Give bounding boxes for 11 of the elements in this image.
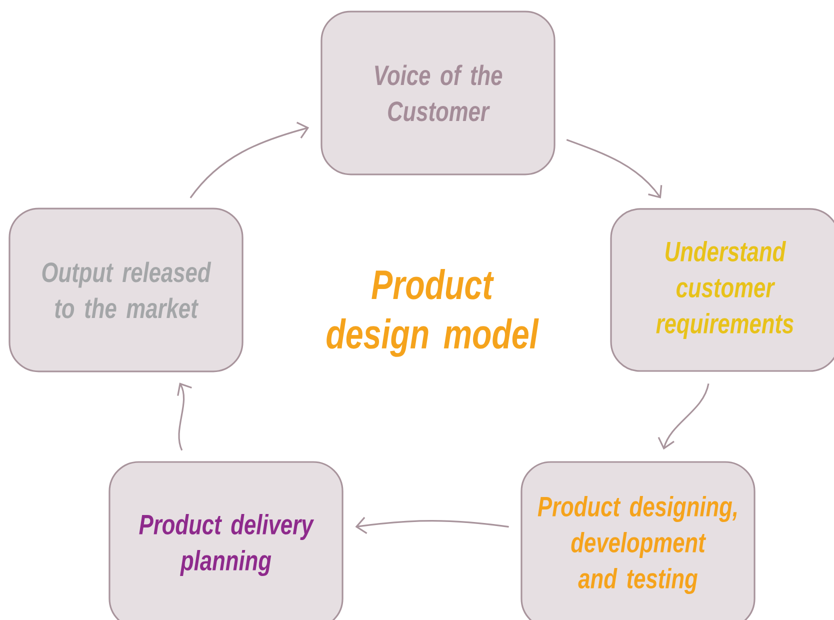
arrow — [177, 382, 192, 451]
arrow — [566, 139, 662, 198]
process-box: Output released to the market — [8, 208, 244, 372]
arrow — [190, 122, 310, 198]
arrow — [355, 516, 509, 534]
title: Product design model — [326, 269, 539, 357]
process-box: Product designing, development and testing — [520, 461, 756, 620]
process-box: Understand customer requirements — [610, 208, 834, 372]
arrow — [658, 383, 710, 450]
process-box: Voice of the Customer — [320, 10, 556, 176]
process-box: Product delivery planning — [108, 461, 344, 620]
